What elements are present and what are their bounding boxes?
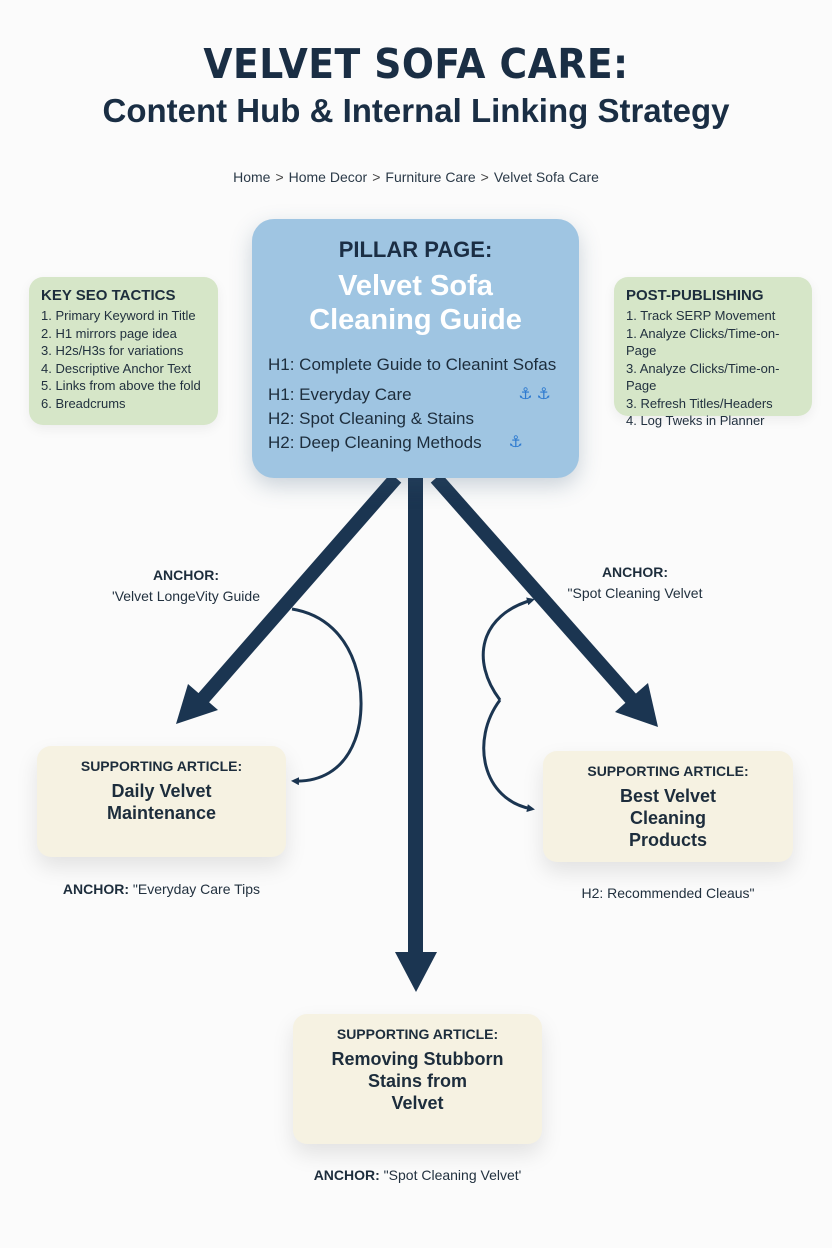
- pillar-h1: H1: Complete Guide to Cleanint Sofas: [268, 355, 557, 374]
- caption-bold: ANCHOR:: [62, 881, 130, 897]
- breadcrumb-separator: >: [372, 169, 381, 185]
- post-publishing-item: 1. Analyze Clicks/Time-on-Page: [626, 325, 780, 359]
- seo-tactic-item: 6. Breadcrums: [41, 395, 126, 411]
- supporting-article-title: Best Velvet Cleaning Products: [543, 785, 793, 851]
- seo-tactic-item: 1. Primary Keyword in Title: [41, 308, 196, 323]
- seo-tactic-item: 3. H2s/H3s for variations: [41, 343, 184, 358]
- pillar-heading-text: H2: Spot Cleaning & Stains: [268, 409, 475, 428]
- post-publishing-item: 4. Log Tweks in Planner: [626, 413, 765, 428]
- supporting-article-title: Daily Velvet Maintenance: [37, 780, 286, 824]
- supporting-article-bottom[interactable]: SUPPORTING ARTICLE: Removing Stubborn St…: [293, 1014, 542, 1144]
- supporting-article-right[interactable]: SUPPORTING ARTICLE: Best Velvet Cleaning…: [543, 751, 793, 862]
- post-publishing-item: 1. Track SERP Movement: [626, 308, 776, 323]
- post-publishing-box: POST-PUBLISHING 1. Track SERP Movement 1…: [614, 277, 812, 428]
- pillar-heading-text: H1: Everyday Care: [268, 385, 412, 404]
- pillar-title-line-2: Cleaning Guide: [309, 304, 522, 336]
- anchor-label-head: ANCHOR:: [152, 567, 220, 583]
- supporting-article-left[interactable]: SUPPORTING ARTICLE: Daily Velvet Mainten…: [37, 746, 286, 857]
- title-line: Cleaning: [629, 808, 706, 828]
- anchor-icon: ⚓: [508, 434, 527, 451]
- title-line: Products: [628, 830, 707, 850]
- pillar-heading-text: H2: Deep Cleaning Methods: [268, 433, 482, 452]
- caption-text: "Spot Cleaning Velvet': [379, 1167, 522, 1183]
- seo-tactics-title: KEY SEO TACTICS: [41, 287, 176, 304]
- anchor-icon: ⚓⚓: [518, 386, 555, 403]
- pillar-heading: H2: Deep Cleaning Methods ⚓: [268, 431, 563, 455]
- title-line: Stains from: [367, 1071, 468, 1091]
- caption-bottom: ANCHOR: "Spot Cleaning Velvet': [293, 1167, 542, 1183]
- curved-arrow-right-bottom: [482, 699, 535, 813]
- pillar-title-line-1: Velvet Sofa: [338, 270, 493, 302]
- supporting-article-label: SUPPORTING ARTICLE:: [336, 1026, 499, 1042]
- title-line: Daily Velvet: [111, 781, 212, 801]
- caption-right: H2: Recommended Cleaus": [543, 885, 793, 901]
- pillar-label: PILLAR PAGE:: [338, 237, 493, 262]
- pillar-heading: H2: Spot Cleaning & Stains: [268, 407, 563, 431]
- pillar-page-card[interactable]: PILLAR PAGE: Velvet Sofa Cleaning Guide …: [252, 219, 579, 478]
- title-line-1: VELVET SOFA CARE:: [203, 40, 629, 88]
- seo-tactic-item: 5. Links from above the fold: [41, 378, 201, 393]
- caption-text: "Everyday Care Tips: [129, 881, 261, 897]
- pillar-title: Velvet Sofa Cleaning Guide: [268, 269, 563, 337]
- seo-tactics-box: KEY SEO TACTICS 1. Primary Keyword in Ti…: [29, 277, 218, 425]
- caption-text: H2: Recommended Cleaus": [581, 885, 755, 901]
- breadcrumb: Home>Home Decor>Furniture Care>Velvet So…: [0, 169, 832, 185]
- post-publishing-item: 3. Refresh Titles/Headers: [626, 395, 773, 411]
- arrow-to-left-article: [176, 473, 402, 724]
- post-publishing-title: POST-PUBLISHING: [626, 287, 764, 304]
- curved-arrow-left: [291, 607, 363, 786]
- post-publishing-item: 3. Analyze Clicks/Time-on-Page: [626, 360, 780, 394]
- title-line: Maintenance: [106, 803, 217, 823]
- title-line-2: Content Hub & Internal Linking Strategy: [102, 92, 730, 129]
- anchor-label-left: ANCHOR: 'Velvet LongeVity Guide: [96, 565, 276, 607]
- supporting-article-label: SUPPORTING ARTICLE:: [587, 763, 749, 779]
- seo-tactic-item: 2. H1 mirrors page idea: [41, 325, 177, 341]
- breadcrumb-home-decor[interactable]: Home Decor: [288, 169, 368, 185]
- anchor-label-text: 'Velvet LongeVity Guide: [112, 588, 260, 604]
- title-line: Velvet: [391, 1093, 444, 1113]
- seo-tactic-item: 4. Descriptive Anchor Text: [41, 360, 192, 376]
- caption-bold: ANCHOR:: [313, 1167, 380, 1183]
- breadcrumb-furniture-care[interactable]: Furniture Care: [385, 169, 476, 185]
- breadcrumb-home[interactable]: Home: [233, 169, 271, 185]
- anchor-label-head: ANCHOR:: [601, 564, 669, 580]
- caption-left: ANCHOR: "Everyday Care Tips: [37, 881, 286, 897]
- arrow-to-bottom-article: [395, 478, 437, 992]
- title-line: Best Velvet: [619, 786, 717, 806]
- anchor-label-right: ANCHOR: "Spot Cleaning Velvet: [550, 562, 720, 604]
- breadcrumb-separator: >: [275, 169, 284, 185]
- breadcrumb-separator: >: [480, 169, 489, 185]
- anchor-label-text: "Spot Cleaning Velvet: [567, 585, 703, 601]
- breadcrumb-velvet-sofa-care[interactable]: Velvet Sofa Care: [493, 169, 599, 185]
- title-line: Removing Stubborn: [331, 1049, 504, 1069]
- curved-arrow-right-top: [481, 597, 535, 701]
- supporting-article-label: SUPPORTING ARTICLE:: [80, 758, 243, 774]
- supporting-article-title: Removing Stubborn Stains from Velvet: [293, 1048, 542, 1114]
- pillar-heading: H1: Everyday Care ⚓⚓: [268, 383, 563, 407]
- arrow-to-right-article: [430, 473, 658, 727]
